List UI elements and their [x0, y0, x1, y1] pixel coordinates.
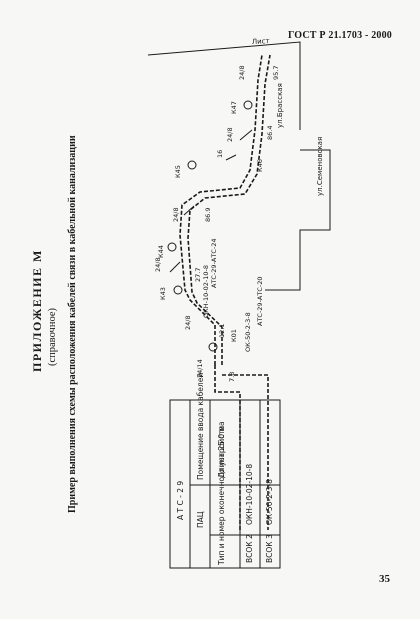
cable-duct-parallel [187, 54, 271, 365]
cable-duct-main [179, 54, 263, 365]
table-length: Длина 25.0 м [217, 426, 226, 478]
table-row-1-device: ВСОК 2 [245, 534, 254, 563]
duct-label-1: 24/14 [196, 359, 204, 378]
well-k43 [173, 285, 183, 295]
table-row-2-device: ВСОК 3 [265, 534, 274, 563]
duct-label-5: 16 [216, 150, 224, 158]
table-row-label: Тип и номер оконечного устройства [217, 421, 226, 566]
sheet-mark: Лист [252, 37, 270, 46]
length-label-4: 86.9 [204, 208, 212, 222]
well-label-k47: К47 [230, 101, 238, 114]
table-row-1-cable: ОКН-10-02-10-8 [245, 464, 254, 525]
well-k45 [187, 160, 197, 170]
table-frame [169, 399, 281, 569]
well-k01 [208, 342, 218, 352]
well-label-k01: К01 [230, 329, 238, 342]
cable-label-2: АТС-29-АТС-24 [210, 239, 218, 289]
well-label-k45: К45 [174, 165, 182, 178]
page-number: 35 [379, 573, 390, 585]
standard-header: ГОСТ Р 21.1703 - 2000 [287, 30, 392, 41]
length-label-6: 95.7 [272, 66, 280, 80]
well-k44 [167, 242, 177, 252]
length-label-3: 27.7 [194, 268, 202, 282]
duct-label-7: 24/8 [238, 65, 246, 80]
length-label-2: 12.1 [218, 324, 226, 338]
duct-label-2: 24/8 [184, 315, 192, 330]
table-col-pats: ПАЦ [196, 511, 205, 528]
well-k47 [243, 100, 253, 110]
well-label-k44: К44 [157, 245, 165, 258]
cable-label-1: ОКН-10-02-10-8 [202, 265, 210, 318]
duct-label-6: 24/8 [226, 127, 234, 142]
street-border-upper [147, 41, 301, 130]
well-label-k43: К43 [159, 287, 167, 300]
street-border-right [265, 149, 331, 291]
cable-label-4: АТС-29-АТС-20 [256, 277, 264, 327]
well-label-k46: К46 [256, 159, 264, 172]
length-label-1: 7.8 [228, 372, 236, 382]
table-header: А Т С - 2 9 [176, 481, 185, 520]
table-row-2-cable: ОК-50-2-3-8 [265, 479, 274, 525]
duct-label-3: 24/8 [154, 257, 162, 272]
cable-label-3: ОК-50-2-3-8 [244, 312, 252, 352]
duct-label-4: 24/8 [172, 207, 180, 222]
cable-drop-2 [222, 374, 269, 530]
street-side-label: ул.Семеновская [316, 137, 324, 196]
street-main-label: ул.Брасская [276, 83, 284, 128]
table-col-room: Помещение ввода кабелей [196, 373, 205, 480]
length-label-5: 86.4 [266, 126, 274, 140]
